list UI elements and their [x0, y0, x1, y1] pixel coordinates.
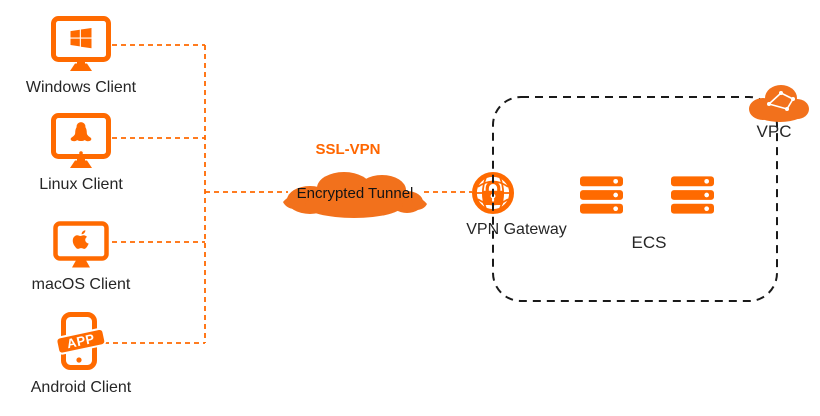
node-linux-client: Linux Client: [6, 113, 156, 194]
encrypted-tunnel-node: Encrypted Tunnel: [280, 164, 430, 224]
linux-monitor-icon: [51, 113, 111, 168]
windows-monitor-icon: [51, 16, 111, 71]
client-label: Windows Client: [25, 79, 137, 96]
app-badge-label: APP: [65, 331, 96, 352]
node-android-client: APP Android Client: [6, 312, 156, 397]
vpc-boundary-box: [492, 96, 778, 302]
vpc-label: VPC: [756, 122, 792, 141]
node-vpc: [745, 79, 811, 130]
android-phone-icon: APP: [55, 312, 107, 370]
node-macos-client: macOS Client: [6, 221, 156, 294]
ssl-vpn-label: SSL-VPN: [315, 141, 381, 158]
macos-monitor-icon: [53, 221, 109, 268]
tunnel-cloud-icon: [283, 172, 427, 218]
vpc-cloud-icon: [749, 85, 809, 122]
ecs-server-icon: [671, 176, 714, 214]
client-label: Android Client: [30, 379, 132, 396]
tunnel-label: Encrypted Tunnel: [296, 184, 414, 202]
node-windows-client: Windows Client: [6, 16, 156, 97]
client-label: Linux Client: [39, 176, 123, 193]
vpn-gateway-label: VPN Gateway: [466, 221, 567, 238]
ecs-server-icon: [580, 176, 623, 214]
ecs-label: ECS: [631, 233, 667, 252]
client-label: macOS Client: [31, 276, 131, 293]
